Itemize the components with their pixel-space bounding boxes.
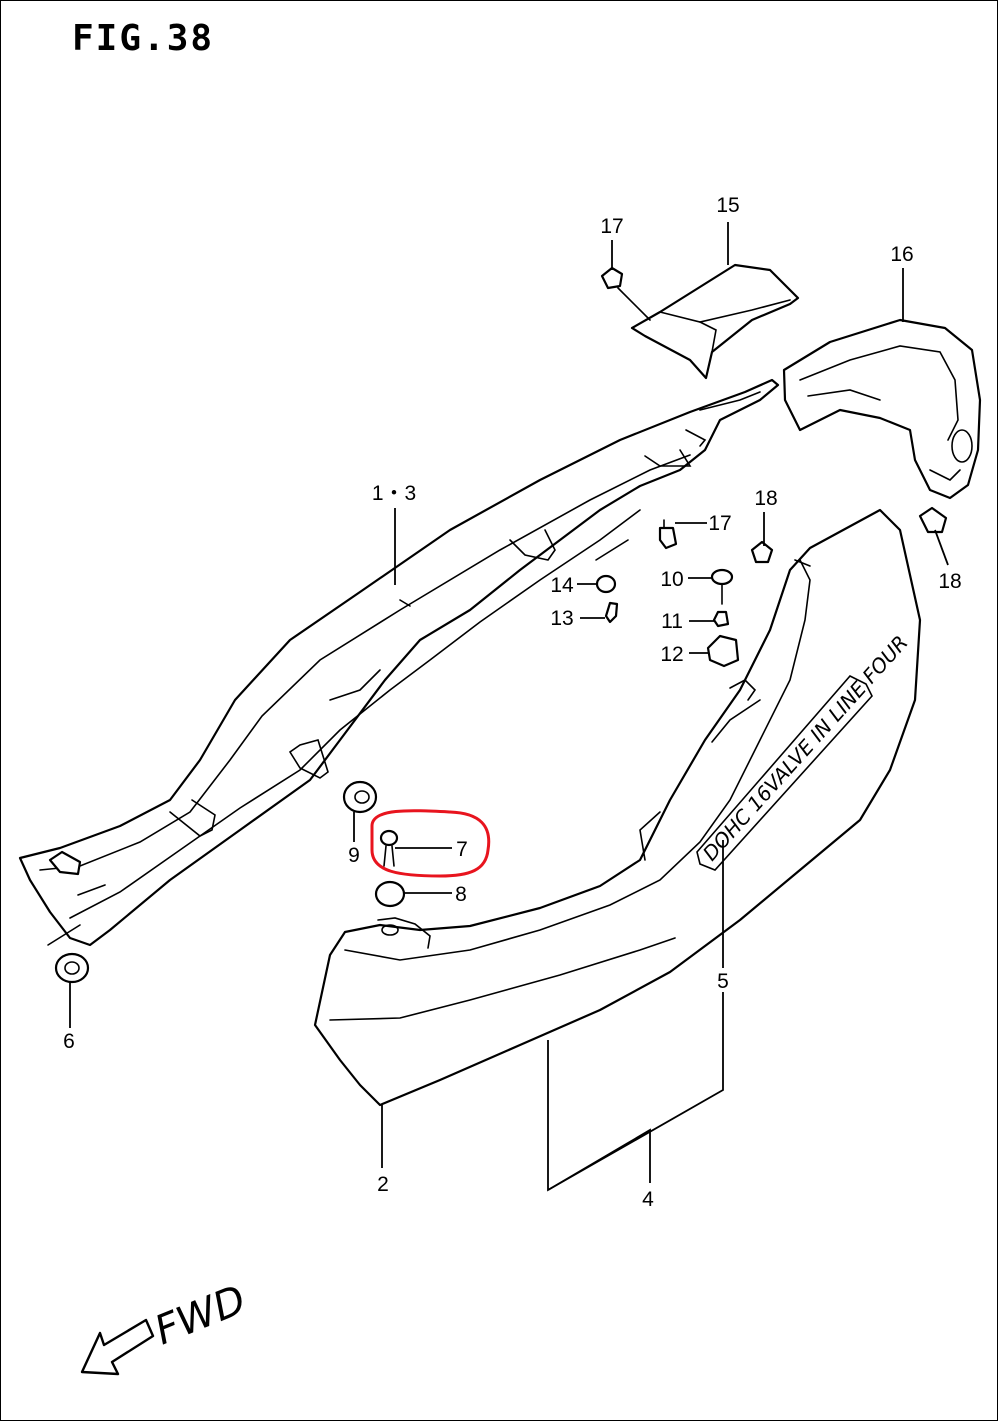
label-18-right: 18 [938, 570, 961, 593]
screw-13[interactable] [604, 601, 619, 624]
label-11: 11 [661, 610, 683, 633]
part-seat-tail-frame[interactable] [18, 378, 780, 947]
screw-top[interactable] [600, 266, 651, 321]
label-15: 15 [716, 194, 739, 217]
label-6: 6 [63, 1030, 75, 1053]
clip-18-left[interactable] [750, 540, 774, 564]
label-14: 14 [550, 574, 574, 597]
screw-10[interactable] [710, 568, 734, 605]
label-7: 7 [456, 838, 468, 861]
label-5: 5 [717, 970, 729, 993]
label-17-top: 17 [600, 215, 623, 238]
label-16: 16 [890, 243, 913, 266]
label-1-3: 1・3 [372, 482, 416, 505]
label-2: 2 [377, 1173, 389, 1196]
fwd-arrow-icon [80, 1318, 155, 1376]
part-tail-cover[interactable] [630, 263, 800, 380]
figure-title: FIG.38 [72, 18, 215, 59]
label-8: 8 [455, 883, 467, 906]
grommet-9[interactable] [342, 780, 378, 814]
label-12: 12 [660, 643, 683, 666]
label-18-left: 18 [754, 487, 777, 510]
forward-direction-indicator: FWD [80, 1277, 253, 1376]
label-13: 13 [550, 607, 573, 630]
nut-11[interactable] [712, 610, 730, 628]
clip-right[interactable] [918, 506, 948, 534]
highlight-circle-part-7 [370, 809, 491, 878]
bolt-7[interactable] [379, 829, 399, 867]
label-10: 10 [660, 568, 683, 591]
grommet-6[interactable] [54, 952, 90, 984]
cushion-12[interactable] [706, 634, 740, 668]
part-tail-light-cover[interactable] [782, 318, 982, 500]
label-9: 9 [348, 844, 360, 867]
leader-lines [69, 222, 949, 1192]
nut-14[interactable] [595, 574, 617, 594]
screw-17-mid[interactable] [658, 519, 678, 550]
label-4: 4 [642, 1188, 654, 1211]
label-17-mid: 17 [708, 512, 731, 535]
cushion-8[interactable] [374, 880, 406, 908]
fwd-label: FWD [149, 1277, 253, 1355]
